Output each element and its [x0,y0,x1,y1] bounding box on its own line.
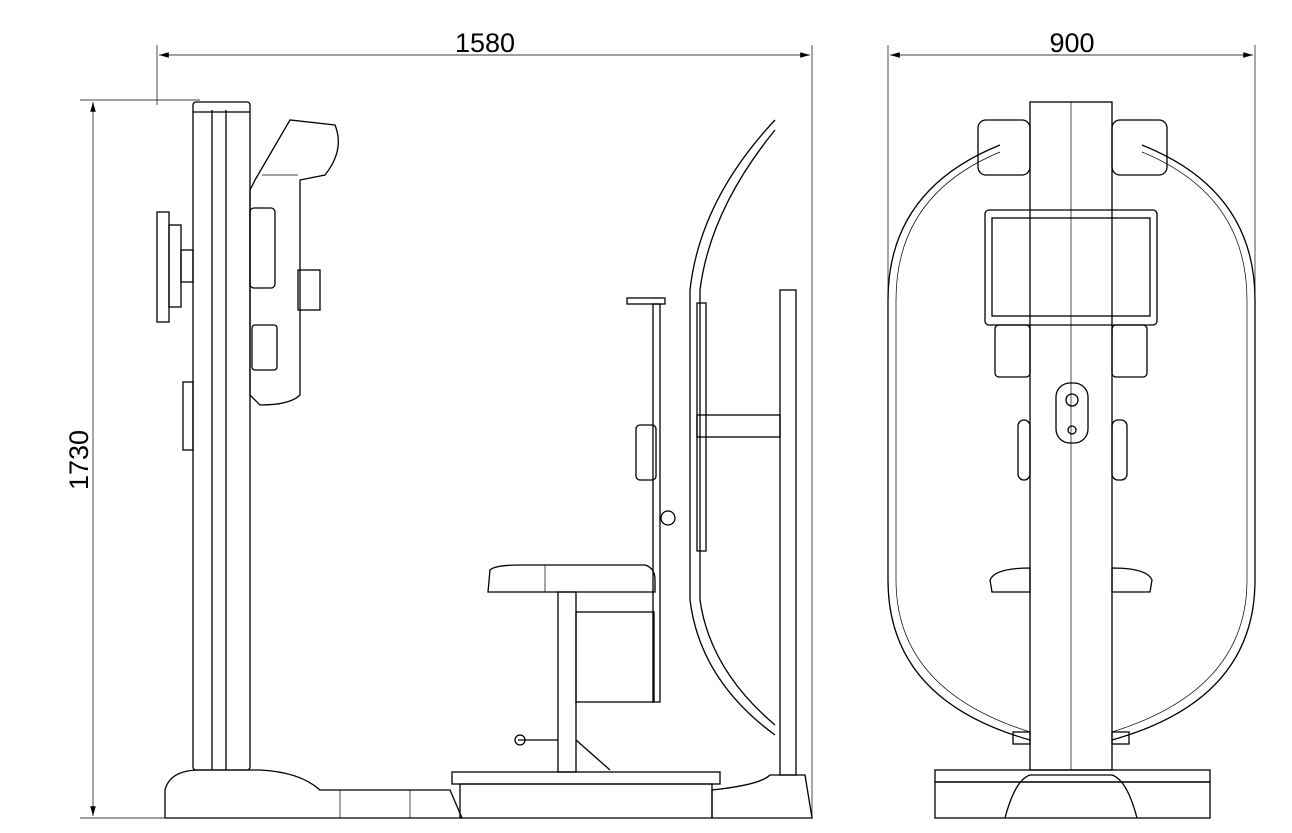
front-width-label: 900 [1049,28,1094,58]
side-view [156,101,813,819]
front-view [887,101,1256,819]
dimension-front-width: 900 [887,28,1256,300]
dimension-height: 1730 [64,99,200,819]
dimension-side-width: 1580 [156,28,813,818]
side-width-label: 1580 [455,28,515,58]
height-label: 1730 [64,430,94,490]
